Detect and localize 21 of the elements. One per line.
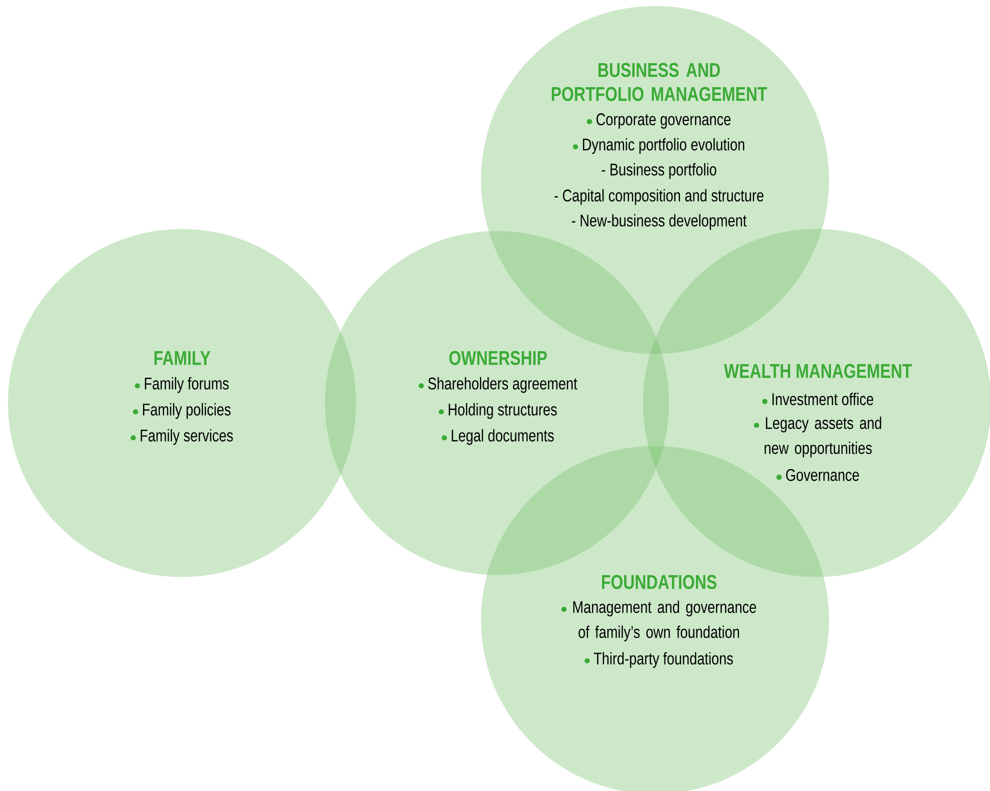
heading: WEALTH MANAGEMENT: [724, 364, 912, 378]
list-item: Dynamic portfolio evolution: [572, 138, 744, 154]
list-item: Management and governance of family’s own foundation: [561, 600, 756, 642]
list-item: Third-party foundations: [584, 652, 733, 668]
list-item: Holding structures: [438, 403, 557, 419]
list-item: Family services: [130, 429, 233, 445]
heading: OWNERSHIP: [449, 350, 547, 366]
list-item: Family policies: [132, 403, 231, 419]
list-item: Legal documents: [442, 429, 554, 445]
list-item: - Capital composition and structure: [554, 189, 764, 205]
list-item: Shareholders agreement: [418, 377, 578, 393]
list-item: Family forums: [134, 377, 229, 393]
heading: BUSINESS AND PORTFOLIO MANAGEMENT: [552, 62, 768, 102]
list-item: Legacy assets and new opportunities: [754, 416, 882, 458]
heading: FAMILY: [154, 351, 210, 365]
list-item: Governance: [776, 468, 859, 482]
heading: FOUNDATIONS: [602, 574, 716, 590]
list-item: - New-business development: [572, 214, 747, 230]
list-item: Corporate governance: [586, 113, 731, 129]
list-item: - Business portfolio: [602, 163, 716, 179]
list-item: Investment office: [762, 392, 874, 406]
